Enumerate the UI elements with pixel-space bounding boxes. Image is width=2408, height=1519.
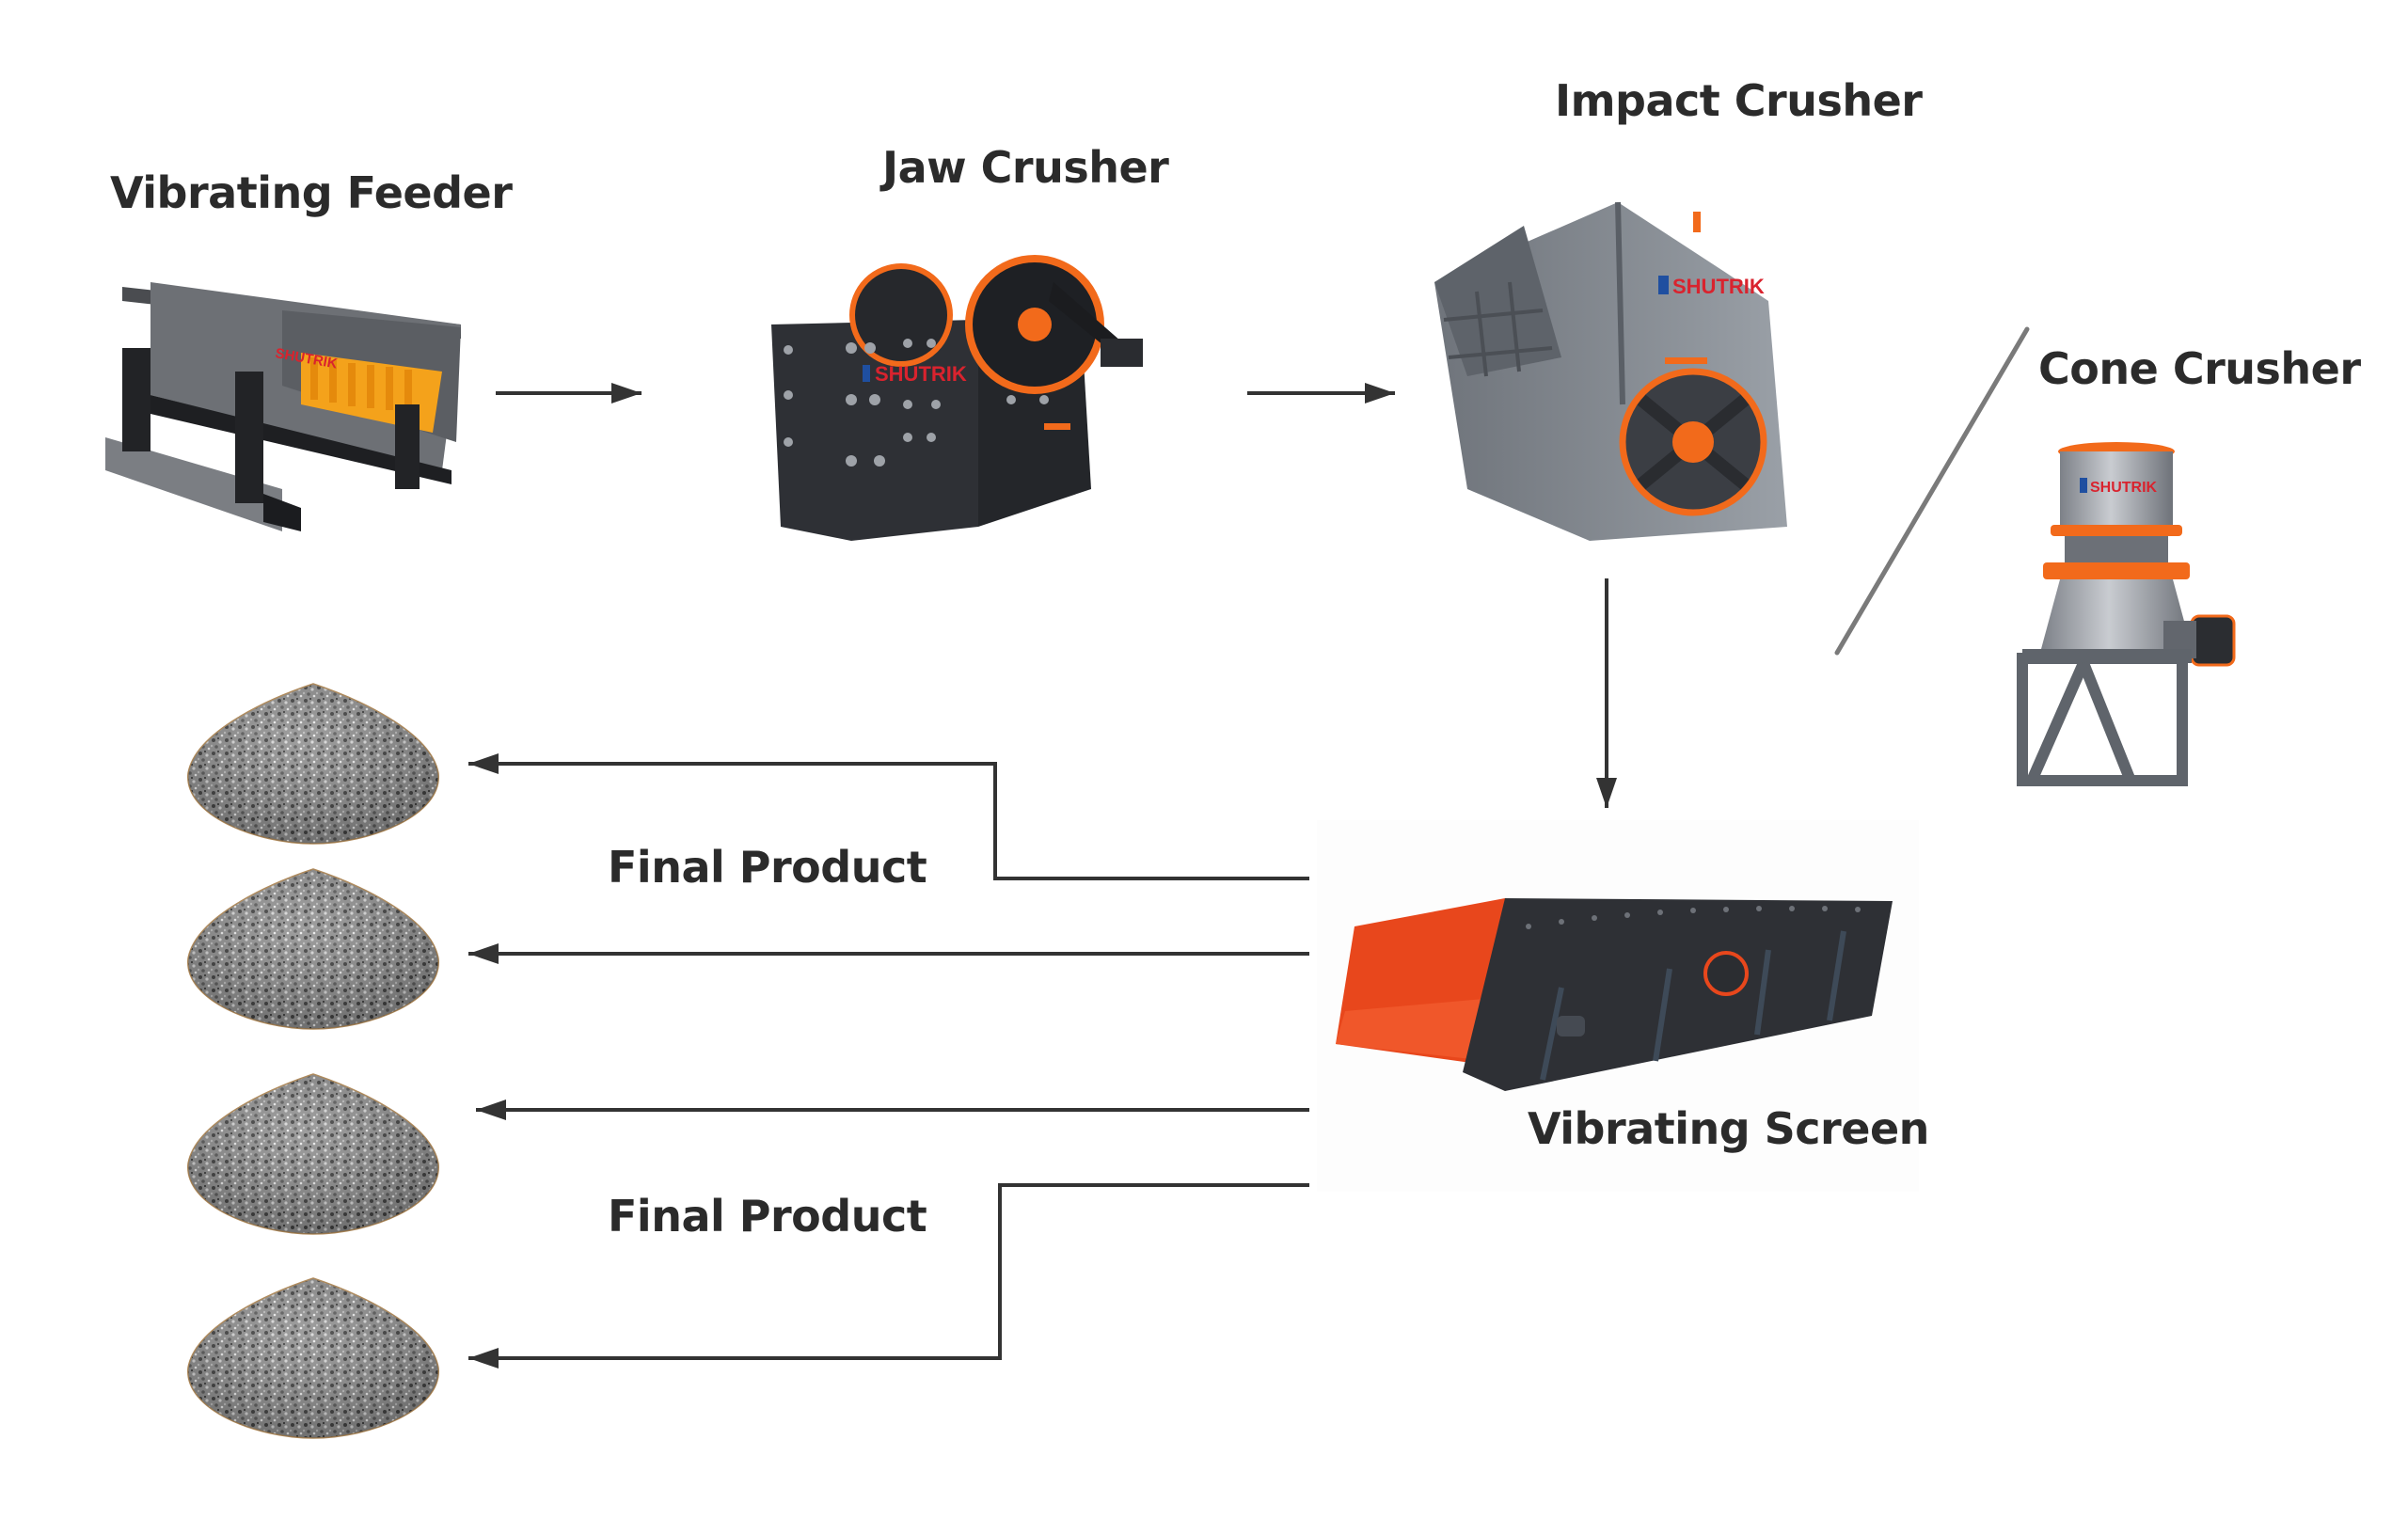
label-final-product-2: Final Product — [608, 1191, 927, 1242]
arrowhead-icon — [1365, 383, 1395, 403]
arrowhead-icon — [476, 1100, 506, 1120]
arrowhead-icon — [1596, 778, 1617, 808]
arrowhead-icon — [468, 753, 499, 774]
label-vibrating-feeder: Vibrating Feeder — [110, 167, 513, 218]
cone-brand-mark: SHUTRIK — [2090, 480, 2158, 496]
alternative-divider-slash — [1834, 326, 2030, 656]
impact-brand-logo — [1658, 276, 1669, 294]
arrowhead-icon — [611, 383, 642, 403]
vibrating-screen-machine — [1336, 898, 1893, 1091]
product-pile-3 — [187, 1073, 439, 1235]
vibrating-feeder-machine: SHUTRIK — [105, 282, 461, 531]
arrow-screen-to-product-2 — [468, 943, 1309, 964]
flow-arrows — [468, 383, 1617, 1369]
jaw-crusher-machine: SHUTRIK — [771, 255, 1143, 541]
arrow-feeder-to-jaw — [496, 383, 642, 403]
label-jaw-crusher: Jaw Crusher — [882, 142, 1169, 193]
impact-brand-mark: SHUTRIK — [1672, 275, 1765, 298]
cone-crusher-machine: SHUTRIK — [2017, 442, 2236, 786]
jaw-brand-mark: SHUTRIK — [875, 362, 967, 386]
impact-crusher-machine: SHUTRIK — [1434, 201, 1787, 541]
arrow-screen-to-product-3 — [476, 1100, 1309, 1120]
label-final-product-1: Final Product — [608, 842, 927, 893]
label-cone-crusher: Cone Crusher — [2038, 343, 2361, 394]
jaw-brand-logo — [863, 365, 870, 382]
label-vibrating-screen: Vibrating Screen — [1528, 1103, 1929, 1154]
arrow-jaw-to-impact — [1247, 383, 1395, 403]
product-pile-1 — [187, 683, 439, 845]
cone-brand-logo — [2080, 478, 2087, 493]
arrowhead-icon — [468, 943, 499, 964]
arrow-screen-to-product-4 — [468, 1183, 1309, 1369]
arrow-impact-to-screen — [1596, 578, 1617, 808]
arrow-screen-to-product-1 — [468, 753, 1309, 880]
product-pile-2 — [187, 868, 439, 1030]
arrowhead-icon — [468, 1348, 499, 1369]
product-pile-4 — [187, 1277, 439, 1439]
product-piles — [187, 683, 439, 1439]
label-impact-crusher: Impact Crusher — [1555, 75, 1923, 126]
